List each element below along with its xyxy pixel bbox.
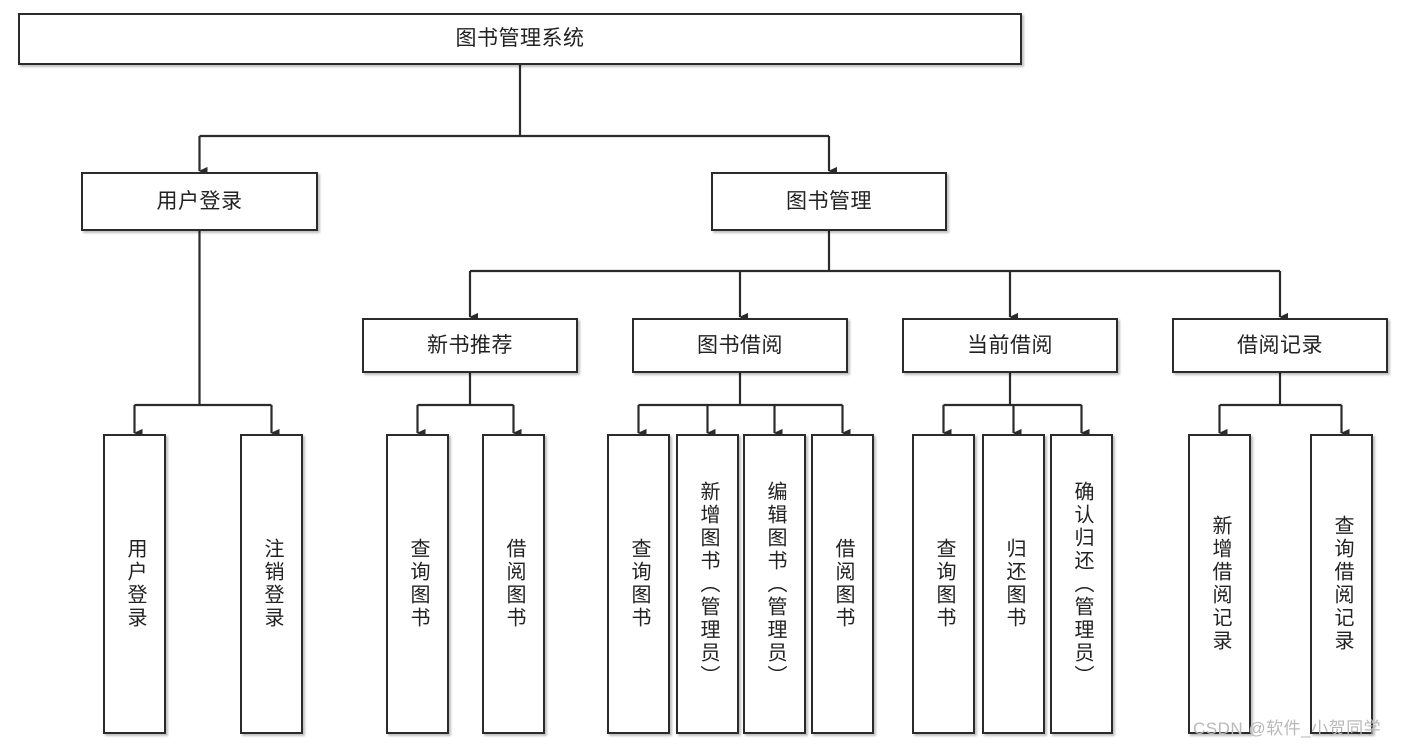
- node-leaf_bb_query[interactable]: 查询图书: [607, 434, 670, 734]
- node-leaf_rec_query[interactable]: 查询图书: [386, 434, 449, 734]
- node-leaf_br_query[interactable]: 查询借阅记录: [1310, 434, 1373, 734]
- node-new_book_rec[interactable]: 新书推荐: [362, 318, 578, 373]
- node-leaf_bb_borrow[interactable]: 借阅图书: [811, 434, 874, 734]
- node-label: 新增借阅记录: [1209, 515, 1231, 653]
- node-current_borrow[interactable]: 当前借阅: [902, 318, 1118, 373]
- node-leaf_br_add[interactable]: 新增借阅记录: [1188, 434, 1251, 734]
- node-book_mgmt[interactable]: 图书管理: [711, 172, 947, 231]
- node-leaf_bb_edit[interactable]: 编辑图书（管理员）: [743, 434, 806, 734]
- node-leaf_user_login[interactable]: 用户登录: [103, 434, 166, 734]
- node-label: 图书管理系统: [455, 27, 585, 51]
- node-label: 查询借阅记录: [1331, 515, 1353, 653]
- node-root[interactable]: 图书管理系统: [18, 13, 1022, 65]
- node-book_borrow[interactable]: 图书借阅: [632, 318, 848, 373]
- node-label: 查询图书: [933, 538, 955, 630]
- node-label: 注销登录: [261, 538, 283, 630]
- node-borrow_record[interactable]: 借阅记录: [1172, 318, 1388, 373]
- node-label: 当前借阅: [967, 333, 1053, 357]
- edge-group: [133, 65, 1350, 438]
- node-user_login[interactable]: 用户登录: [81, 172, 318, 231]
- node-leaf_cb_confirm[interactable]: 确认归还（管理员）: [1050, 434, 1113, 734]
- node-label: 编辑图书（管理员）: [764, 480, 786, 688]
- node-label: 借阅图书: [832, 538, 854, 630]
- node-label: 借阅记录: [1237, 333, 1323, 357]
- node-label: 查询图书: [407, 538, 429, 630]
- node-label: 新书推荐: [427, 333, 513, 357]
- node-label: 确认归还（管理员）: [1071, 480, 1093, 688]
- watermark: CSDN @软件_小贺同学: [1193, 719, 1382, 738]
- node-label: 用户登录: [124, 538, 146, 630]
- node-label: 查询图书: [628, 538, 650, 630]
- node-label: 图书借阅: [697, 333, 783, 357]
- node-label: 归还图书: [1003, 538, 1025, 630]
- node-leaf_bb_add[interactable]: 新增图书（管理员）: [676, 434, 739, 734]
- node-leaf_user_logout[interactable]: 注销登录: [240, 434, 303, 734]
- node-label: 用户登录: [156, 189, 243, 213]
- node-label: 借阅图书: [503, 538, 525, 630]
- node-leaf_rec_borrow[interactable]: 借阅图书: [482, 434, 545, 734]
- node-label: 新增图书（管理员）: [697, 480, 719, 688]
- node-label: 图书管理: [786, 189, 872, 213]
- node-leaf_cb_return[interactable]: 归还图书: [982, 434, 1045, 734]
- node-leaf_cb_query[interactable]: 查询图书: [912, 434, 975, 734]
